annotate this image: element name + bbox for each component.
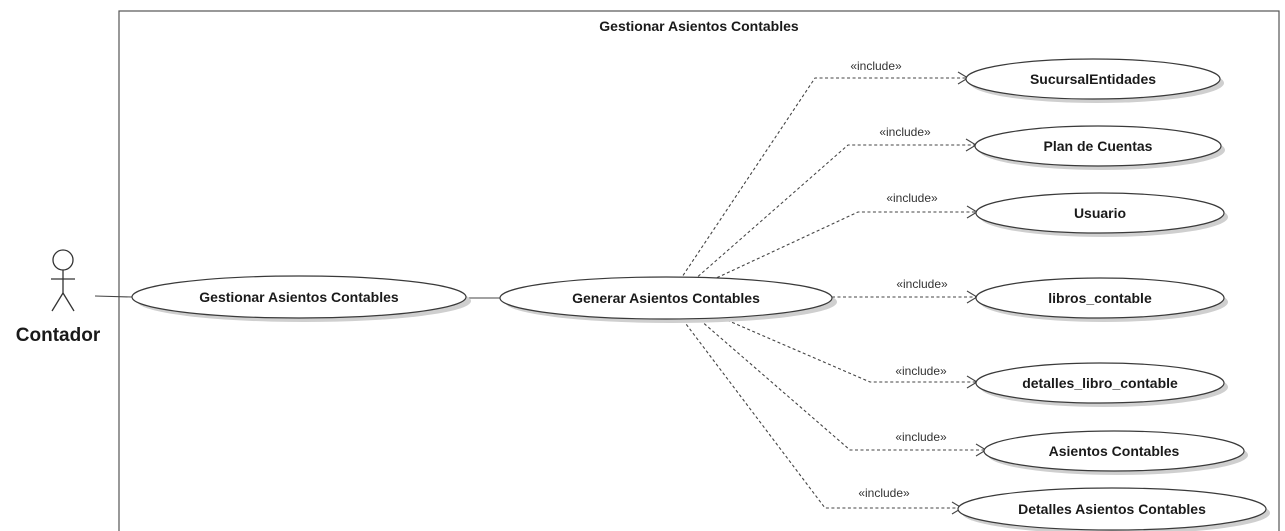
actor-contador: Contador <box>16 249 101 346</box>
use-case-asientos: Asientos Contables <box>983 430 1248 475</box>
include-label-libros: «include» <box>896 277 948 291</box>
association-actor-gestionar <box>94 295 133 298</box>
use-case-detalles-libro: detalles_libro_contable <box>975 362 1228 407</box>
use-case-label: Generar Asientos Contables <box>572 290 760 306</box>
actor-label: Contador <box>16 325 101 346</box>
include-line-detalles-asientos <box>682 319 962 509</box>
include-line-usuario <box>711 211 977 281</box>
use-case-usuario: Usuario <box>975 192 1228 237</box>
include-line-plan <box>693 144 976 281</box>
use-case-label: Detalles Asientos Contables <box>1018 501 1206 517</box>
use-case-libros: libros_contable <box>975 277 1228 322</box>
use-case-gestionar: Gestionar Asientos Contables <box>131 275 471 322</box>
include-label-plan: «include» <box>879 125 931 139</box>
use-case-label: libros_contable <box>1048 290 1152 306</box>
include-line-detalles-libro <box>721 317 977 383</box>
actor-right-leg <box>62 292 75 312</box>
include-label-usuario: «include» <box>886 191 938 205</box>
use-case-generar: Generar Asientos Contables <box>499 276 837 323</box>
include-label-detalles-asientos: «include» <box>858 486 910 500</box>
include-line-asientos <box>699 319 986 451</box>
include-label-sucursal: «include» <box>850 59 902 73</box>
actor-head <box>52 249 74 271</box>
use-case-label: Plan de Cuentas <box>1044 138 1153 154</box>
actor-left-leg <box>51 292 64 312</box>
include-label-detalles-libro: «include» <box>895 364 947 378</box>
use-case-sucursal: SucursalEntidades <box>965 58 1224 103</box>
use-case-label: Usuario <box>1074 205 1126 221</box>
include-label-asientos: «include» <box>895 430 947 444</box>
use-case-label: detalles_libro_contable <box>1022 375 1178 391</box>
include-line-sucursal <box>679 77 968 281</box>
use-case-plan: Plan de Cuentas <box>974 125 1225 170</box>
use-case-detalles-asientos: Detalles Asientos Contables <box>957 487 1270 531</box>
use-case-label: Gestionar Asientos Contables <box>199 289 399 305</box>
use-case-label: Asientos Contables <box>1049 443 1180 459</box>
system-title: Gestionar Asientos Contables <box>599 18 799 34</box>
use-case-label: SucursalEntidades <box>1030 71 1156 87</box>
